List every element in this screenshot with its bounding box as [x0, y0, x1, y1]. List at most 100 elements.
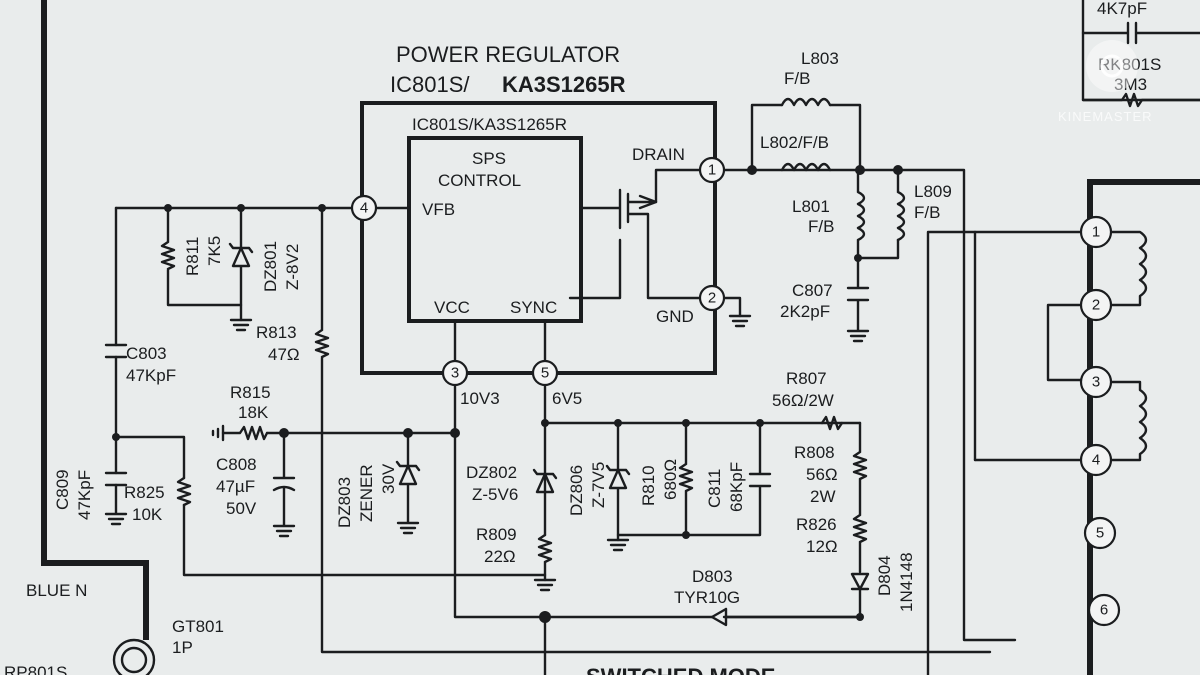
- partial-res-ref: RK801S: [1098, 55, 1161, 74]
- r810-value: 680Ω: [661, 459, 680, 500]
- r808-value: 56Ω: [806, 465, 838, 484]
- d804-symbol: [722, 572, 870, 619]
- mosfet-symbol: [579, 188, 715, 300]
- sps-control-box: [407, 136, 583, 323]
- r815-ref: R815: [230, 383, 271, 402]
- l803-coil: [780, 97, 832, 107]
- r815-symbol: [221, 425, 457, 441]
- pin1-wire: [926, 230, 1086, 675]
- gt801-value: 1P: [172, 638, 193, 657]
- r807-symbol: [820, 415, 844, 431]
- ground-symbol: [396, 521, 420, 535]
- dz803-value: 30V: [379, 463, 398, 494]
- l802-ref: L802/F/B: [760, 133, 829, 152]
- svg-text:2: 2: [708, 290, 716, 307]
- kinemaster-watermark: KINEMASTER: [1058, 40, 1153, 124]
- c808-value: 47µF: [216, 477, 255, 496]
- r808-ref: R808: [794, 443, 835, 462]
- control-label: CONTROL: [438, 171, 521, 190]
- l802-coil: [780, 162, 832, 172]
- svg-text:2: 2: [1092, 297, 1100, 314]
- c808-ref: C808: [216, 455, 257, 474]
- partial-cap-value: 4K7pF: [1097, 0, 1147, 18]
- l801-coil: [856, 168, 900, 260]
- drain-label: DRAIN: [632, 145, 685, 164]
- svg-text:1: 1: [708, 162, 716, 179]
- r810-ref: R810: [639, 465, 658, 506]
- l809-ref: L809: [914, 182, 952, 201]
- d804-ref: D804: [875, 555, 894, 596]
- c809-ref: C809: [53, 469, 72, 510]
- ground-symbol: [533, 578, 557, 592]
- r825-symbol: [176, 476, 192, 507]
- l803-ref: L803: [801, 49, 839, 68]
- dz806-ref: DZ806: [567, 465, 586, 516]
- d803-ref: D803: [692, 567, 733, 586]
- ground-symbol: [229, 318, 253, 332]
- ic-pin-2: 2: [698, 284, 726, 312]
- c808-voltage: 50V: [226, 499, 257, 518]
- ground-symbol: [846, 329, 870, 343]
- c811-symbol: [616, 421, 772, 537]
- pin2-3-wire: [1046, 303, 1086, 382]
- ic-pin-5: 5: [531, 359, 559, 387]
- ic-part-number: KA3S1265R: [502, 72, 626, 97]
- c807-value: 2K2pF: [780, 302, 830, 321]
- dz801-symbol: [228, 206, 254, 322]
- sync-lead: [568, 238, 622, 300]
- c803-ref: C803: [126, 344, 167, 363]
- dz802-symbol: [532, 468, 558, 494]
- c809-value: 47KpF: [75, 470, 94, 520]
- dz802-ref: DZ802: [466, 463, 517, 482]
- dz801-value: Z-8V2: [283, 244, 302, 290]
- svg-text:3: 3: [1092, 374, 1100, 391]
- r807-value: 56Ω/2W: [772, 391, 834, 410]
- partial-capacitor: [1081, 21, 1200, 45]
- svg-text:5: 5: [541, 365, 549, 382]
- dz801-ref: DZ801: [261, 241, 280, 292]
- transformer-pin-4: 4: [1079, 443, 1113, 477]
- ground-symbol: [606, 538, 630, 552]
- vcc-wire: [453, 319, 714, 619]
- transformer-pin-6: 6: [1087, 593, 1121, 627]
- kinemaster-logo-icon: [1086, 40, 1138, 92]
- vfb-label: VFB: [422, 200, 455, 219]
- l801-value: F/B: [808, 217, 834, 236]
- r807-ref: R807: [786, 369, 827, 388]
- c811-value: 68KpF: [727, 462, 746, 512]
- winding-2-coil: [1108, 380, 1148, 462]
- watermark-text: KINEMASTER: [1058, 109, 1153, 124]
- c807-symbol: [846, 256, 870, 332]
- c811-ref: C811: [705, 469, 724, 508]
- ground-symbol: [211, 424, 225, 442]
- svg-text:6: 6: [1100, 602, 1108, 619]
- r813-symbol: [314, 206, 992, 654]
- dz806-value: Z-7V5: [589, 462, 608, 508]
- ground-symbol: [728, 314, 752, 328]
- ic-outer-box: [360, 101, 717, 375]
- drain-output-wire: [722, 168, 1017, 642]
- l801-ref: L801: [792, 197, 830, 216]
- section-heading: SWITCHED MODE: [586, 664, 775, 675]
- sps-label: SPS: [472, 149, 506, 168]
- dz806-symbol: [605, 421, 631, 542]
- sync-label: SYNC: [510, 298, 557, 317]
- transformer-frame: [1087, 179, 1200, 675]
- blue-n-label: BLUE N: [26, 581, 87, 600]
- dz803-ref: DZ803: [335, 477, 354, 528]
- r811-value: 7K5: [205, 236, 224, 266]
- r826-value: 12Ω: [806, 537, 838, 556]
- c809-symbol: [104, 471, 128, 487]
- ground-symbol: [272, 524, 296, 538]
- dz803-type: ZENER: [357, 464, 376, 522]
- ic-pin-1: 1: [698, 156, 726, 184]
- c808-symbol: [272, 431, 296, 527]
- svg-text:4: 4: [360, 200, 368, 217]
- svg-text:5: 5: [1096, 525, 1104, 542]
- gt801-connector: [112, 638, 156, 675]
- r815-value: 18K: [238, 403, 269, 422]
- dz803-symbol: [395, 431, 421, 524]
- gnd-lead: [722, 296, 742, 318]
- l803-wire: [750, 103, 862, 172]
